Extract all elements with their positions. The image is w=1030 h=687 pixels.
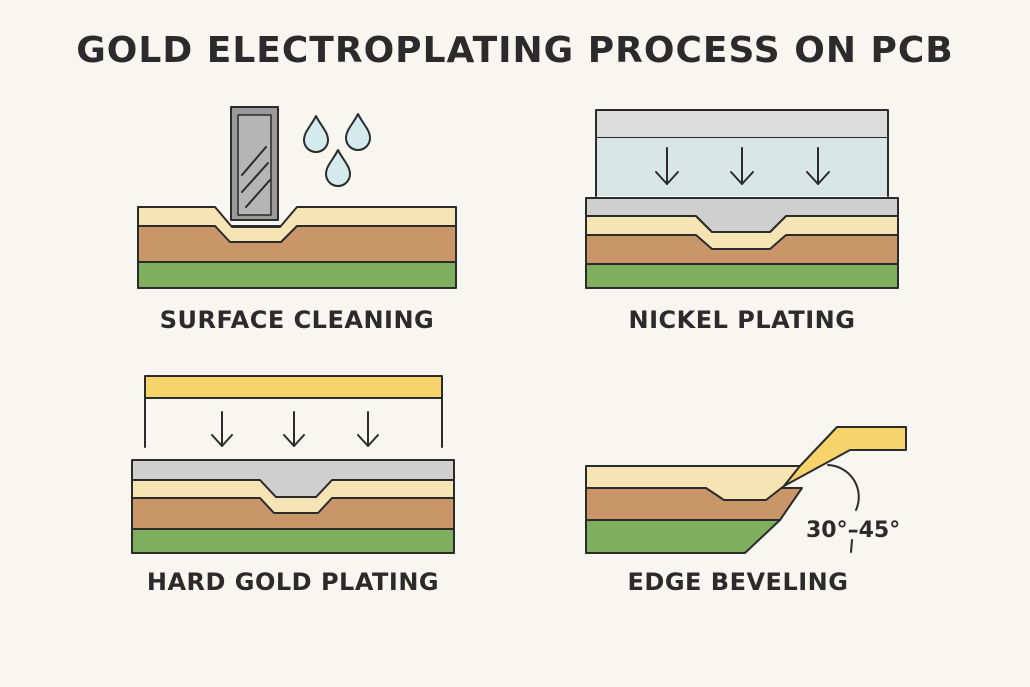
substrate-layer (585, 263, 899, 289)
copper-layer (137, 225, 457, 263)
nickel-layer (131, 459, 455, 498)
edge-beveling-panel: 30°–45° (585, 426, 907, 554)
gold-anode-bar (144, 375, 443, 399)
copper-top-layer (137, 206, 457, 243)
bevel-angle-label: 30°–45° (806, 518, 900, 543)
nickel-plating-panel (585, 109, 899, 289)
deposition-arrow-icon (211, 411, 379, 447)
caption-edge-beveling: EDGE BEVELING (627, 568, 849, 596)
anode-bar (595, 109, 889, 139)
brush-tool (230, 106, 279, 221)
page-title: GOLD ELECTROPLATING PROCESS ON PCB (76, 30, 954, 71)
deposition-arrow-icon (655, 147, 830, 185)
caption-surface-cleaning: SURFACE CLEANING (159, 306, 435, 334)
surface-cleaning-panel (137, 106, 457, 289)
nickel-layer (585, 197, 899, 233)
water-droplet-icon (303, 113, 371, 187)
angle-arc (827, 464, 860, 511)
angle-tick (850, 539, 853, 553)
caption-nickel-plating: NICKEL PLATING (628, 306, 856, 334)
caption-hard-gold-plating: HARD GOLD PLATING (146, 568, 440, 596)
substrate-layer (131, 528, 455, 554)
gold-bevel-layer (783, 426, 907, 487)
substrate-layer (137, 261, 457, 289)
hard-gold-plating-panel (131, 375, 455, 554)
substrate-layer (585, 519, 781, 554)
